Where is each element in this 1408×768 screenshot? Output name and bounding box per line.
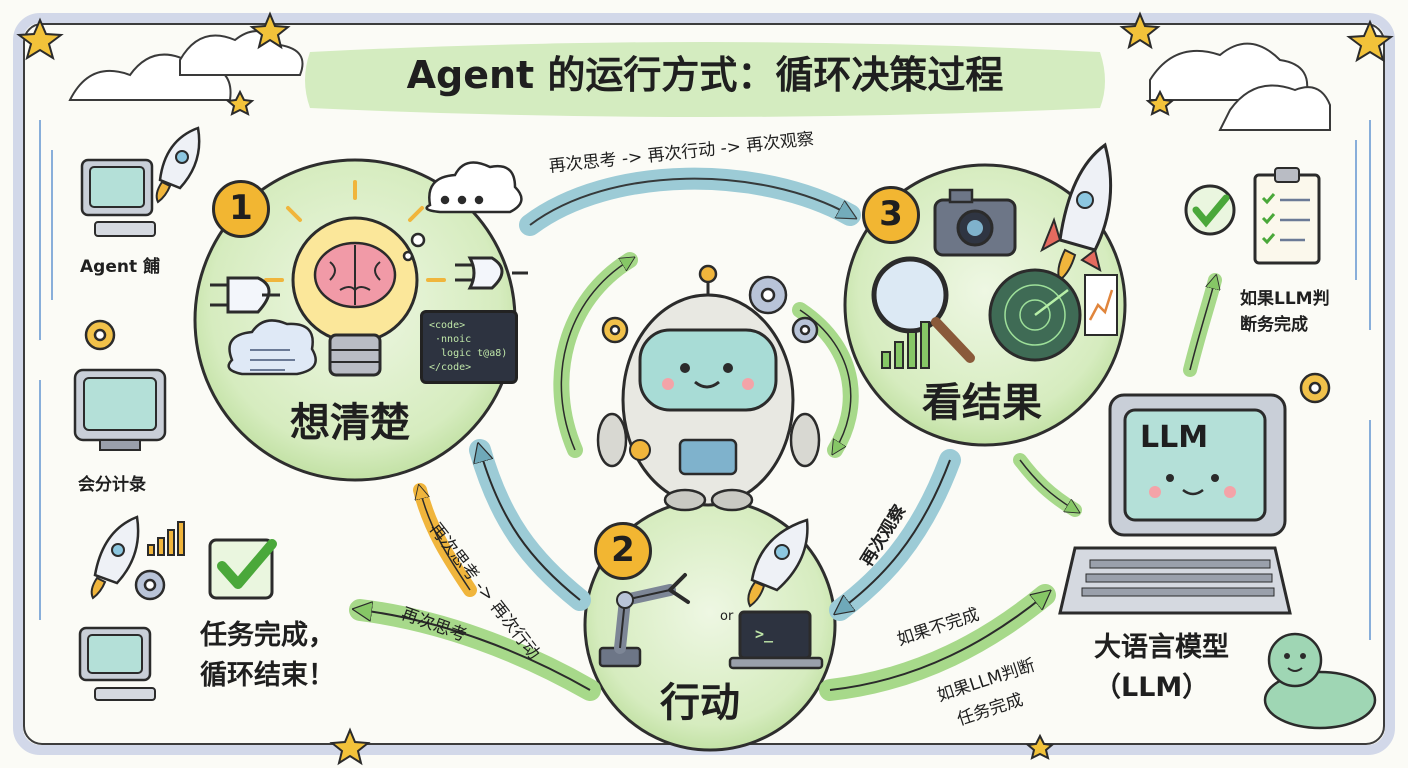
node-label-think: 想清楚 bbox=[290, 400, 410, 446]
star-icon bbox=[16, 11, 1394, 766]
arrow-act-to-end bbox=[349, 599, 601, 701]
lightbulb-brain-icon bbox=[264, 180, 446, 377]
logic-gate-icon bbox=[210, 256, 528, 314]
cloud-icon bbox=[68, 30, 1331, 131]
camera-icon bbox=[933, 188, 1017, 257]
gear-icon bbox=[84, 316, 1331, 404]
end-state-line1: 任务完成， bbox=[200, 620, 335, 651]
bar-chart-icon bbox=[147, 274, 1118, 556]
page-title: Agent 的运行方式：循环决策过程 bbox=[406, 53, 1004, 97]
step-number-observe: 3 bbox=[862, 186, 920, 244]
llm-screen-text: LLM bbox=[1140, 420, 1209, 455]
rocket-icon bbox=[155, 126, 201, 204]
arrow-observe-to-llm bbox=[1013, 453, 1082, 517]
checkmark-icon bbox=[1184, 184, 1236, 236]
side-label-plan: 会分计彔 bbox=[78, 475, 146, 495]
rocket-icon bbox=[1040, 142, 1113, 282]
llm-label: 大语言模型 bbox=[1094, 632, 1229, 663]
laptop-icon bbox=[728, 610, 824, 670]
terminal-prompt: >_ bbox=[755, 625, 774, 643]
rocket-icon bbox=[747, 518, 809, 608]
circuit-lines bbox=[39, 120, 1371, 640]
computer-icon bbox=[80, 158, 156, 237]
or-label: or bbox=[720, 609, 734, 624]
node-label-act: 行动 bbox=[660, 680, 740, 726]
side-label-agent: Agent 餔 bbox=[80, 257, 161, 277]
step-number-think: 1 bbox=[212, 180, 270, 238]
computer-icon bbox=[73, 368, 167, 451]
node-label-observe: 看结果 bbox=[922, 380, 1042, 426]
rocket-icon bbox=[90, 515, 140, 600]
computer-icon bbox=[1058, 393, 1292, 615]
llm-label-abbrev: （LLM） bbox=[1094, 672, 1210, 703]
gear-icon bbox=[134, 275, 819, 601]
clipboard-icon bbox=[1253, 167, 1321, 265]
turtle-mascot-icon bbox=[1263, 632, 1377, 730]
radar-icon bbox=[988, 268, 1082, 362]
arrow-think-to-observe bbox=[519, 167, 861, 236]
thought-cloud-icon bbox=[227, 161, 523, 376]
robot-icon bbox=[596, 264, 821, 512]
code-window-icon: <code> ·nnoic logic t@a8) </code> bbox=[420, 310, 518, 384]
checkmark-icon bbox=[208, 538, 277, 600]
end-state-line2: 循环结束！ bbox=[200, 660, 335, 691]
title-banner bbox=[305, 42, 1105, 117]
top-right-label-1: 如果LLM判 bbox=[1240, 289, 1330, 309]
arrow-act-to-think bbox=[469, 439, 591, 611]
robot-arm-icon bbox=[598, 573, 690, 668]
step-number-act: 2 bbox=[594, 522, 652, 580]
computer-icon bbox=[78, 626, 156, 701]
top-right-label-2: 断务完成 bbox=[1240, 315, 1308, 335]
